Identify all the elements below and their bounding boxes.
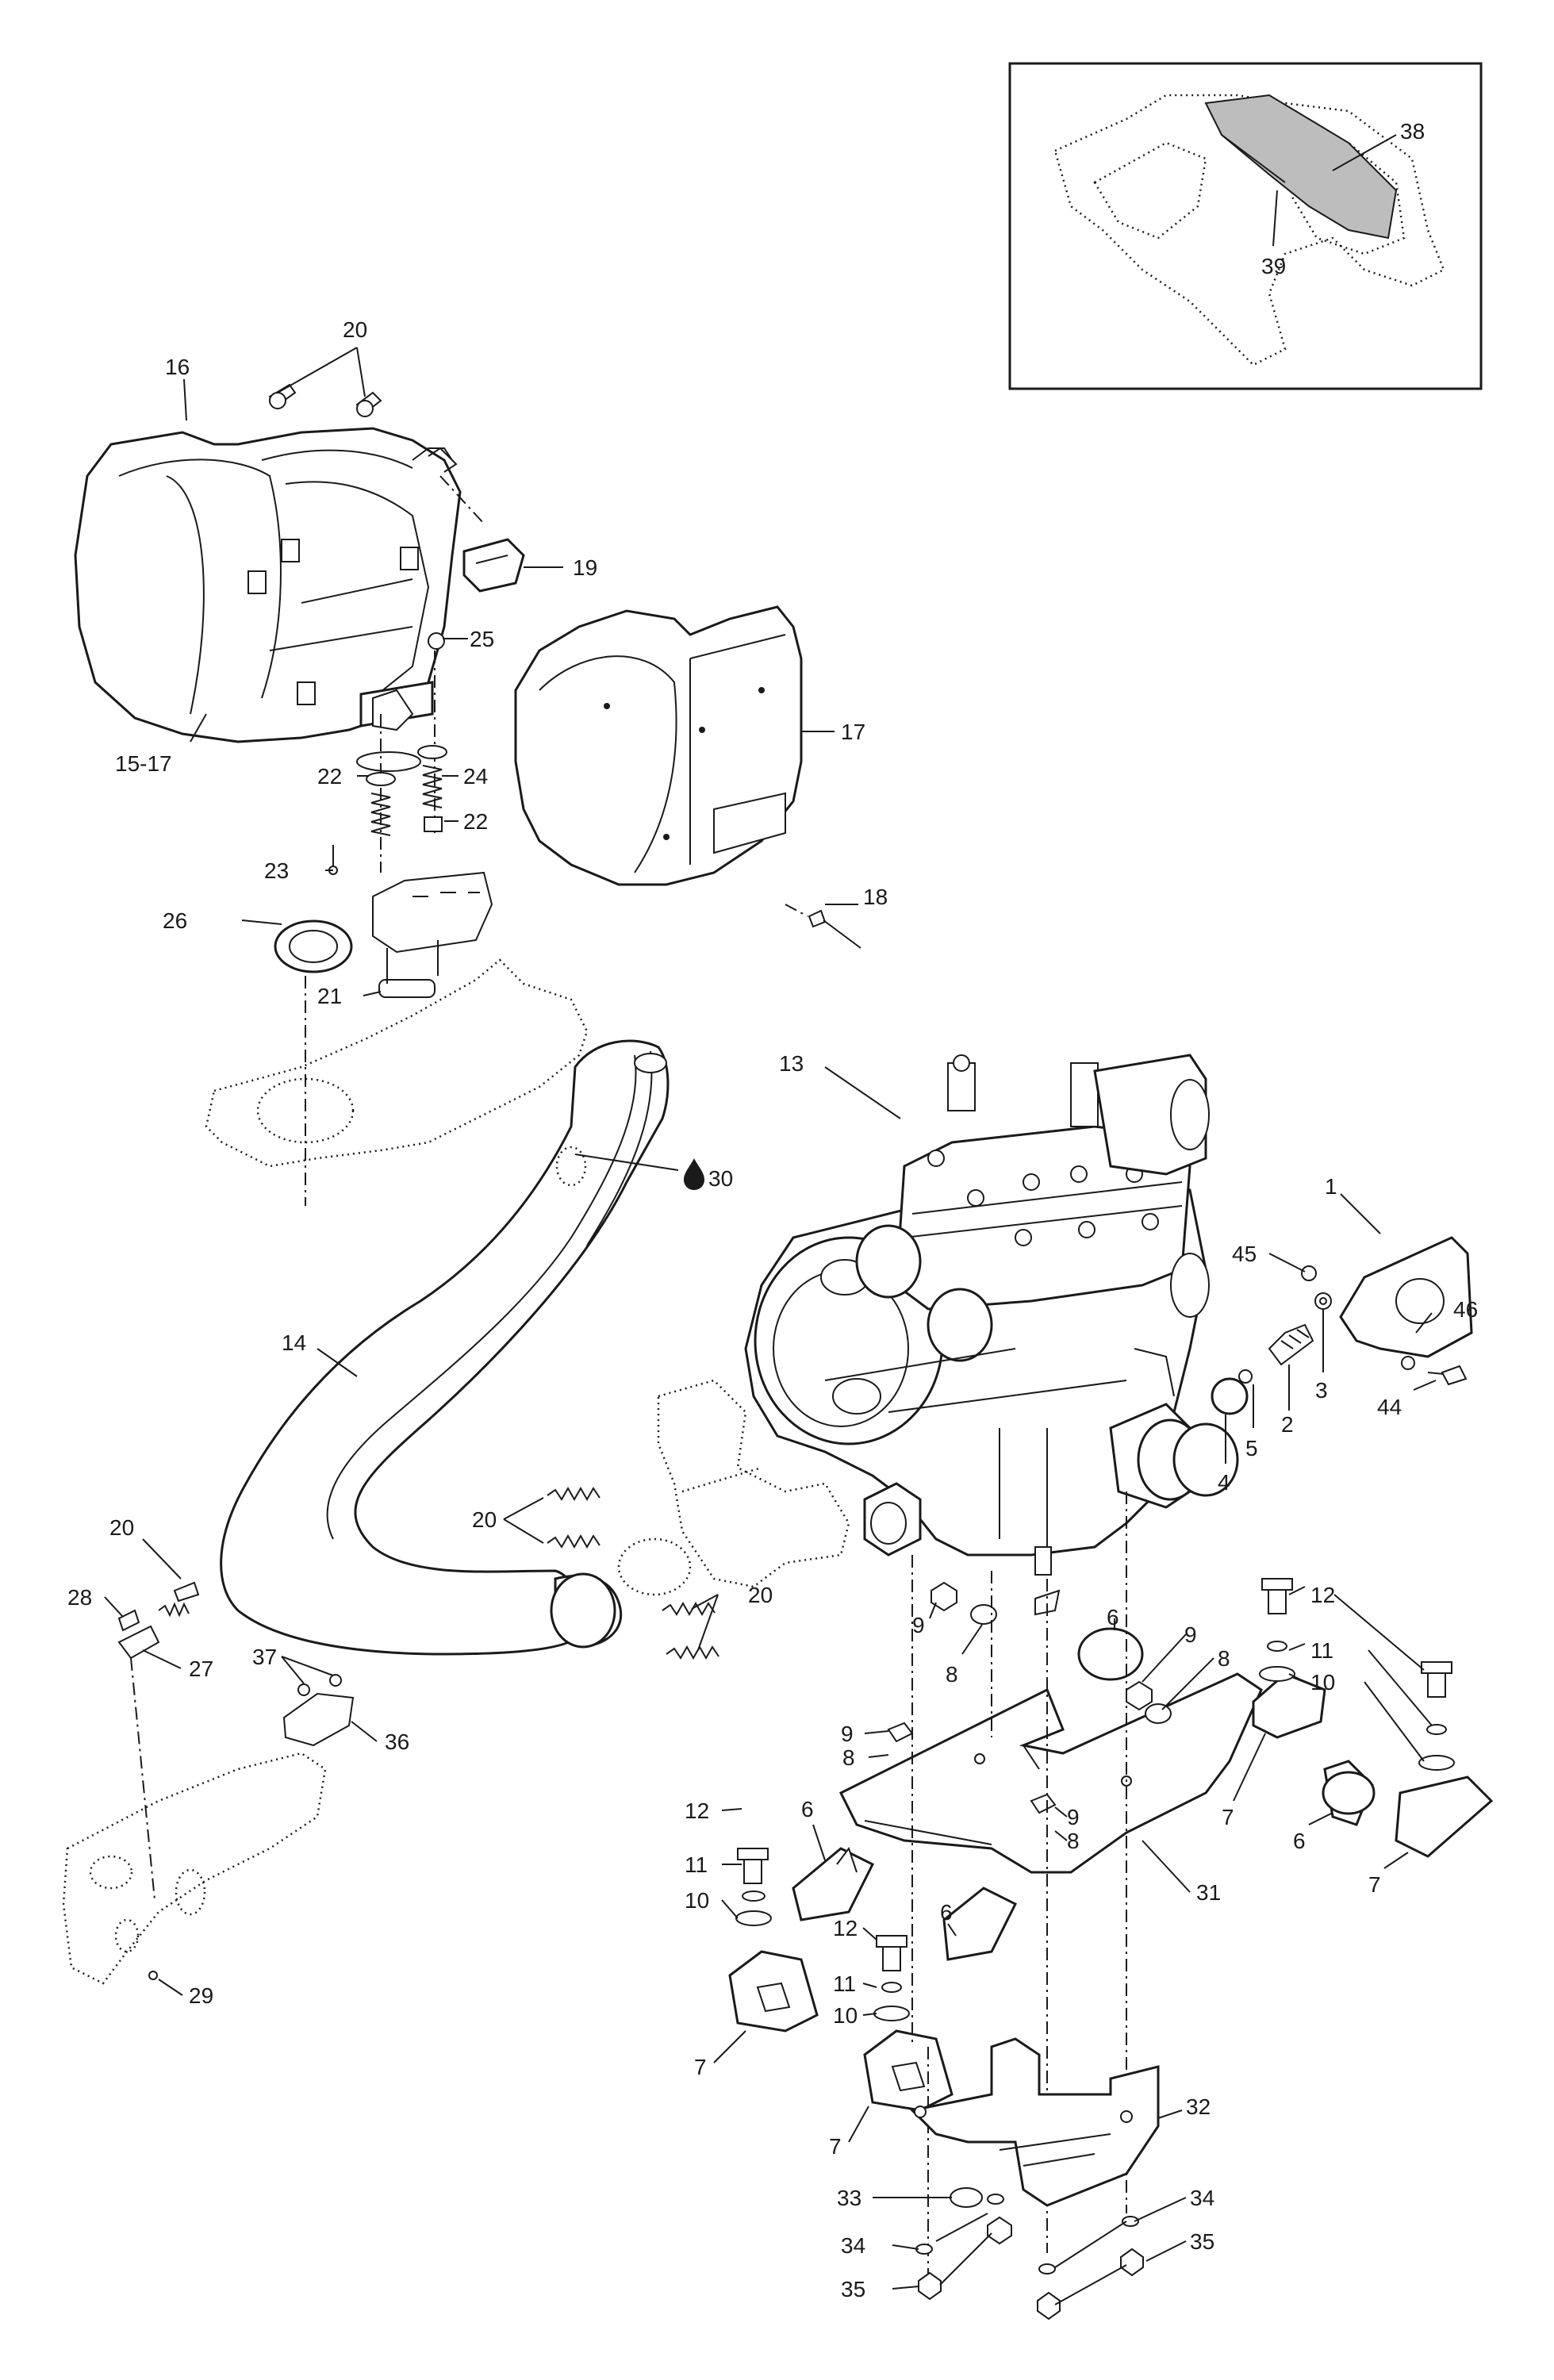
callout-34-left: 34 xyxy=(841,2233,865,2258)
callout-9-lower-left: 9 xyxy=(841,1722,854,1746)
bracket-36 xyxy=(282,1674,355,1747)
callout-labels: 20 16 19 25 15-17 22 24 22 17 23 26 18 2… xyxy=(67,119,1478,2301)
mount-plate-31 xyxy=(838,1672,1263,1874)
callout-15-17: 15-17 xyxy=(115,751,172,776)
callout-1: 1 xyxy=(1325,1174,1337,1199)
callout-20-mid-right: 20 xyxy=(748,1583,773,1607)
callout-22-right: 22 xyxy=(463,809,488,834)
callout-35-left: 35 xyxy=(841,2277,865,2301)
callout-8-upper: 8 xyxy=(946,1662,958,1687)
callout-5: 5 xyxy=(1245,1436,1258,1461)
callout-13: 13 xyxy=(779,1051,804,1076)
frame-29 xyxy=(62,1752,327,1985)
springs-mid xyxy=(547,1486,719,1660)
callout-20-mid-left: 20 xyxy=(472,1507,497,1532)
spring-stud-assembly xyxy=(274,632,493,998)
callout-12-left: 12 xyxy=(685,1798,709,1823)
callout-37: 37 xyxy=(252,1645,277,1669)
callout-12-center: 12 xyxy=(833,1916,858,1940)
callout-23: 23 xyxy=(264,858,289,883)
callout-14: 14 xyxy=(282,1330,306,1355)
callout-44: 44 xyxy=(1377,1395,1402,1419)
callout-25: 25 xyxy=(470,627,494,651)
callout-45: 45 xyxy=(1232,1242,1257,1266)
callout-7-right-upper: 7 xyxy=(1222,1805,1234,1829)
muffler-17 xyxy=(514,605,803,886)
callout-28: 28 xyxy=(67,1585,92,1610)
callout-21: 21 xyxy=(317,984,342,1008)
callout-19: 19 xyxy=(573,555,597,580)
callout-4: 4 xyxy=(1218,1470,1230,1495)
callout-8-center: 8 xyxy=(1218,1646,1230,1671)
callout-33: 33 xyxy=(837,2186,861,2210)
leader-lines xyxy=(104,134,1437,2305)
callout-7-center: 7 xyxy=(829,2134,842,2159)
callout-7-left: 7 xyxy=(694,2055,707,2079)
engine-mount-plate-1 xyxy=(1211,1236,1473,1415)
mount-left-rear xyxy=(863,1887,1018,2112)
callout-46: 46 xyxy=(1453,1297,1478,1322)
callout-24: 24 xyxy=(463,764,488,789)
callout-9-upper: 9 xyxy=(912,1613,925,1637)
callout-6-center-lower: 6 xyxy=(940,1900,953,1925)
mount-right xyxy=(1077,1578,1494,1858)
callout-18: 18 xyxy=(863,885,888,909)
clip-left xyxy=(117,1581,200,1901)
callout-31: 31 xyxy=(1196,1880,1221,1905)
callout-39: 39 xyxy=(1261,254,1286,278)
callout-38: 38 xyxy=(1400,119,1425,144)
callout-17: 17 xyxy=(841,720,865,744)
callout-12-right: 12 xyxy=(1310,1583,1335,1607)
callout-20-left: 20 xyxy=(109,1515,134,1540)
inset-panel xyxy=(1008,62,1483,390)
callout-34-right: 34 xyxy=(1190,2186,1214,2210)
mount-left-front xyxy=(728,1846,875,2033)
callout-27: 27 xyxy=(189,1656,213,1681)
lower-bracket-32 xyxy=(909,2037,1160,2320)
callout-6-right: 6 xyxy=(1293,1829,1306,1853)
callout-20-top: 20 xyxy=(343,317,367,342)
spring-clip-pair xyxy=(268,383,382,417)
callout-16: 16 xyxy=(165,355,190,379)
callout-10-left: 10 xyxy=(685,1888,709,1913)
callout-10-center: 10 xyxy=(833,2003,858,2028)
tuned-pipe-14 xyxy=(220,1039,670,1656)
engine-block-13 xyxy=(744,1054,1239,1576)
exhaust-manifold xyxy=(617,1379,850,1596)
callout-11-right: 11 xyxy=(1310,1638,1333,1663)
callout-6-left: 6 xyxy=(801,1797,814,1821)
callout-30: 30 xyxy=(708,1166,733,1191)
callout-22-left: 22 xyxy=(317,764,342,789)
callout-7-right-lower: 7 xyxy=(1368,1872,1381,1897)
washers-9-8 xyxy=(887,1581,1172,1814)
callout-8-lower-right: 8 xyxy=(1067,1829,1080,1853)
drop-icon xyxy=(684,1158,704,1190)
rivet-18 xyxy=(785,904,861,949)
callout-9-lower-right: 9 xyxy=(1067,1805,1080,1829)
callout-36: 36 xyxy=(385,1729,409,1754)
callout-10-right: 10 xyxy=(1310,1670,1335,1695)
callout-2: 2 xyxy=(1281,1412,1294,1437)
callout-26: 26 xyxy=(163,908,187,933)
callout-29: 29 xyxy=(189,1983,213,2008)
callout-8-lower-left: 8 xyxy=(842,1745,855,1770)
callout-11-center: 11 xyxy=(833,1971,856,1996)
rubber-mount-19 xyxy=(439,475,525,593)
callout-3: 3 xyxy=(1315,1378,1328,1403)
callout-9-center: 9 xyxy=(1184,1622,1197,1647)
callout-35-right: 35 xyxy=(1190,2229,1214,2254)
callout-11-left: 11 xyxy=(685,1852,708,1877)
heat-shield-plate xyxy=(205,958,589,1206)
callout-6-center: 6 xyxy=(1107,1605,1119,1630)
callout-32: 32 xyxy=(1186,2094,1211,2119)
